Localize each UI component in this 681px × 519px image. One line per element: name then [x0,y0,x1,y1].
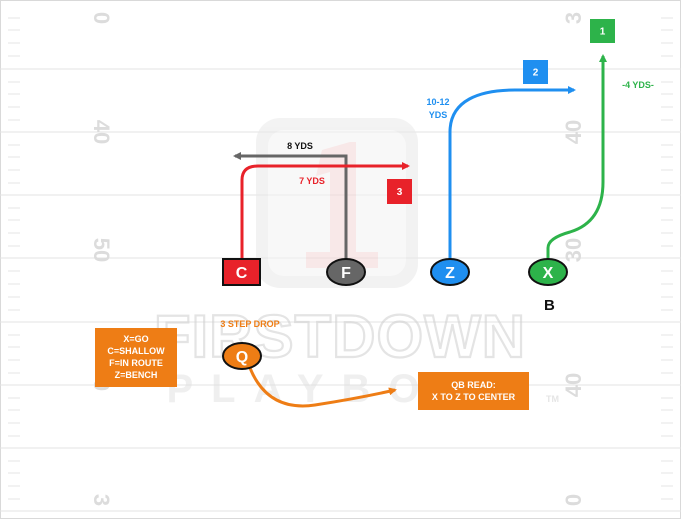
route-c-label: 7 YDS [299,176,325,186]
player-f: F [326,258,366,286]
legend-line: C=SHALLOW [107,346,165,356]
yard-number: 0 [561,494,586,506]
route-z-label-line2: YDS [429,110,448,120]
player-z-marker [430,258,470,286]
qb-read-title: QB READ: [451,380,496,390]
player-f-marker [326,258,366,286]
legend-line: X=GO [123,334,149,344]
route-f-label: 8 YDS [287,141,313,151]
player-q-letter: Q [236,349,248,366]
player-x: X [528,258,568,286]
player-x-letter: X [543,265,554,282]
watermark-trademark: TM [546,394,559,404]
route-1-badge-number: 1 [600,27,606,38]
player-q: Q [222,342,262,370]
watermark-numeral-one [306,142,378,268]
legend-line: F=IN ROUTE [109,358,163,368]
yard-number: 0 [89,12,114,24]
qb-read-progression: X TO Z TO CENTER [431,392,516,402]
route-z-label-line1: 10-12 [426,97,449,107]
route-x-path [546,54,607,262]
yard-number: 40 [561,120,586,144]
player-f-letter: F [341,265,351,282]
player-z: Z [430,258,470,286]
player-c-letter: C [236,265,248,282]
player-q-marker [222,342,262,370]
route-c-path [240,162,410,258]
qb-drop-label: 3 STEP DROP [220,319,279,329]
legend-line: Z=BENCH [114,370,158,380]
route-x-label: -4 YDS- [622,80,654,90]
route-legend-box: X=GO C=SHALLOW F=IN ROUTE Z=BENCH [95,328,177,387]
yard-lines [0,68,681,512]
qb-read-path [248,367,397,408]
defender-label: B [544,297,555,314]
player-x-marker [528,258,568,286]
watermark-text-primary: FIRSTDOWN [154,303,526,370]
player-z-letter: Z [445,265,455,282]
hash-marks [8,17,673,500]
yard-number: 3 [89,494,114,506]
route-2-badge-number: 2 [533,68,539,79]
player-c: C [222,258,261,286]
route-1-badge [590,19,615,43]
yard-number: 40 [561,373,586,397]
qb-read-box: QB READ: X TO Z TO CENTER [418,372,529,410]
yard-number: 3 [561,12,586,24]
yard-number: 30 [561,238,586,262]
yard-number: 40 [89,120,114,144]
player-c-marker [222,258,261,286]
route-2-badge [523,60,548,84]
route-f-path [233,152,348,262]
route-z-path [448,86,576,260]
route-3-badge [387,179,412,204]
route-3-badge-number: 3 [397,187,403,198]
yard-number: 50 [89,238,114,262]
